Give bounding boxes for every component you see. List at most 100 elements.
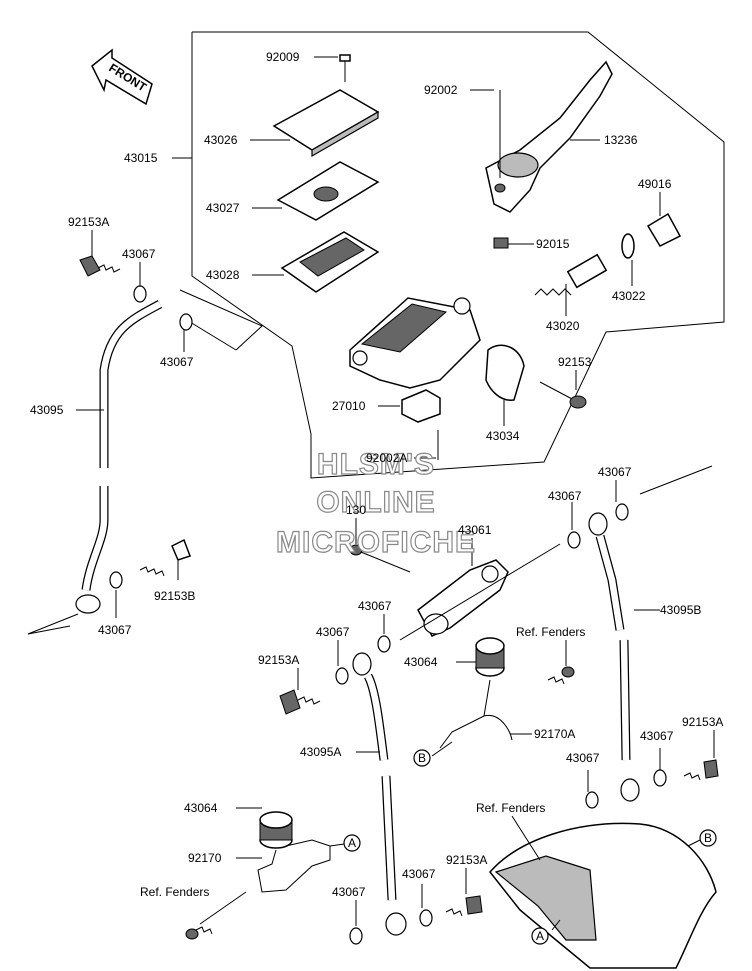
- piston-43020: [534, 253, 608, 296]
- clamp-43034: [485, 344, 525, 401]
- washer-43067-a: [133, 285, 147, 303]
- label-43028: 43028: [206, 268, 240, 282]
- svg-text:HLSM'S: HLSM'S: [317, 448, 435, 481]
- label-43067-g: 43067: [316, 625, 350, 639]
- washer-43067-f: [377, 635, 391, 653]
- washer-43067-g: [335, 667, 349, 685]
- hose-43095b: [588, 512, 640, 802]
- label-43027: 43027: [206, 201, 240, 215]
- bolt-fender-top: [547, 666, 575, 685]
- label-92153a-top: 92153A: [68, 215, 109, 229]
- washer-43067-e: [109, 571, 123, 589]
- label-92015: 92015: [536, 237, 570, 251]
- label-43064-a: 43064: [404, 655, 438, 669]
- washer-43067-c: [615, 503, 629, 521]
- clip-43022: [621, 233, 635, 259]
- svg-text:ONLINE: ONLINE: [316, 486, 435, 519]
- switch-27010: [401, 389, 441, 423]
- boot-49016: [646, 212, 682, 247]
- grommet-43064-a: [475, 637, 505, 677]
- ref-circle-a2: A: [531, 927, 549, 945]
- label-92002: 92002: [424, 83, 458, 97]
- label-43015: 43015: [124, 151, 158, 165]
- banjo-bolt-92153b: [139, 538, 191, 577]
- bolt-130: [349, 544, 411, 573]
- label-49016: 49016: [638, 177, 672, 191]
- cap-43026: [272, 89, 380, 151]
- label-43067-b: 43067: [160, 355, 194, 369]
- part-labels: 92009 43026 43015 43027 43028 92002 1323…: [30, 50, 723, 899]
- svg-text:B: B: [704, 831, 712, 845]
- fender-shape: [489, 822, 717, 969]
- washer-43067-k: [419, 909, 433, 927]
- banjo-bolt-92153a-bot: [445, 895, 483, 917]
- hose-43095a: [352, 652, 407, 936]
- label-43067-h: 43067: [640, 729, 674, 743]
- banjo-bolt-92153a-right: [683, 759, 719, 781]
- label-43020: 43020: [546, 319, 580, 333]
- label-43026: 43026: [204, 133, 238, 147]
- label-43067-j: 43067: [332, 885, 366, 899]
- ref-circle-a1: A: [343, 834, 361, 852]
- label-92002a: 92002A: [366, 451, 407, 465]
- svg-text:A: A: [536, 929, 544, 943]
- bolt-fender-bottom: [185, 926, 213, 940]
- label-43067-f: 43067: [358, 599, 392, 613]
- svg-text:A: A: [348, 836, 356, 850]
- label-43095: 43095: [30, 403, 64, 417]
- label-ref-fenders-1: Ref. Fenders: [516, 625, 585, 639]
- label-92009: 92009: [266, 50, 300, 64]
- label-27010: 27010: [332, 399, 366, 413]
- label-92153: 92153: [558, 355, 592, 369]
- watermark: HLSM'S ONLINE MICROFICHE: [275, 447, 476, 559]
- label-43061: 43061: [458, 523, 492, 537]
- ref-circle-b2: B: [699, 829, 717, 847]
- label-43064-b: 43064: [184, 801, 218, 815]
- label-92153a-mid: 92153A: [258, 653, 299, 667]
- label-92153b: 92153B: [154, 589, 195, 603]
- joint-43061: [417, 559, 509, 637]
- svg-text:MICROFICHE: MICROFICHE: [276, 526, 476, 559]
- leader-lines: [76, 56, 715, 931]
- master-cylinder-body: [349, 297, 481, 389]
- hose-43095: [75, 300, 163, 614]
- banjo-bolt-92153a-mid: [279, 689, 321, 715]
- label-ref-fenders-3: Ref. Fenders: [140, 885, 209, 899]
- washer-43067-b: [179, 313, 193, 331]
- assembly-outline: [191, 31, 725, 479]
- front-arrow-icon: FRONT: [91, 48, 153, 106]
- washer-43067-j: [349, 927, 363, 945]
- bracket-92170a: [439, 679, 513, 749]
- label-43095b: 43095B: [660, 603, 701, 617]
- hose-leader-left: [27, 613, 79, 635]
- washer-43067-h: [653, 769, 667, 787]
- hose-leader-left-2: [27, 625, 71, 635]
- washer-43067-d: [567, 531, 581, 549]
- label-13236: 13236: [604, 133, 638, 147]
- label-ref-fenders-2: Ref. Fenders: [476, 801, 545, 815]
- screw-92009: [339, 54, 351, 82]
- label-43067-i: 43067: [566, 751, 600, 765]
- label-92170: 92170: [188, 851, 222, 865]
- label-43067-c: 43067: [598, 465, 632, 479]
- grommet-43064-b: [259, 811, 293, 849]
- joint-leader-1: [399, 543, 561, 641]
- label-43095a: 43095A: [300, 745, 341, 759]
- lever-13236: [485, 60, 613, 213]
- bolt-92153: [539, 381, 587, 409]
- nut-92015: [493, 237, 509, 249]
- ref-circle-b1: B: [413, 749, 431, 767]
- svg-text:B: B: [418, 751, 426, 765]
- label-130: 130: [346, 503, 366, 517]
- joint-leader-2: [639, 465, 713, 495]
- label-43067-e: 43067: [98, 623, 132, 637]
- label-43067-a: 43067: [122, 247, 156, 261]
- label-92170a: 92170A: [534, 727, 575, 741]
- label-43022: 43022: [612, 289, 646, 303]
- banjo-bolt-92153a-top: [79, 255, 121, 277]
- label-43067-d: 43067: [548, 489, 582, 503]
- label-43034: 43034: [486, 429, 520, 443]
- bracket-92170: [257, 839, 331, 893]
- label-43067-k: 43067: [402, 867, 436, 881]
